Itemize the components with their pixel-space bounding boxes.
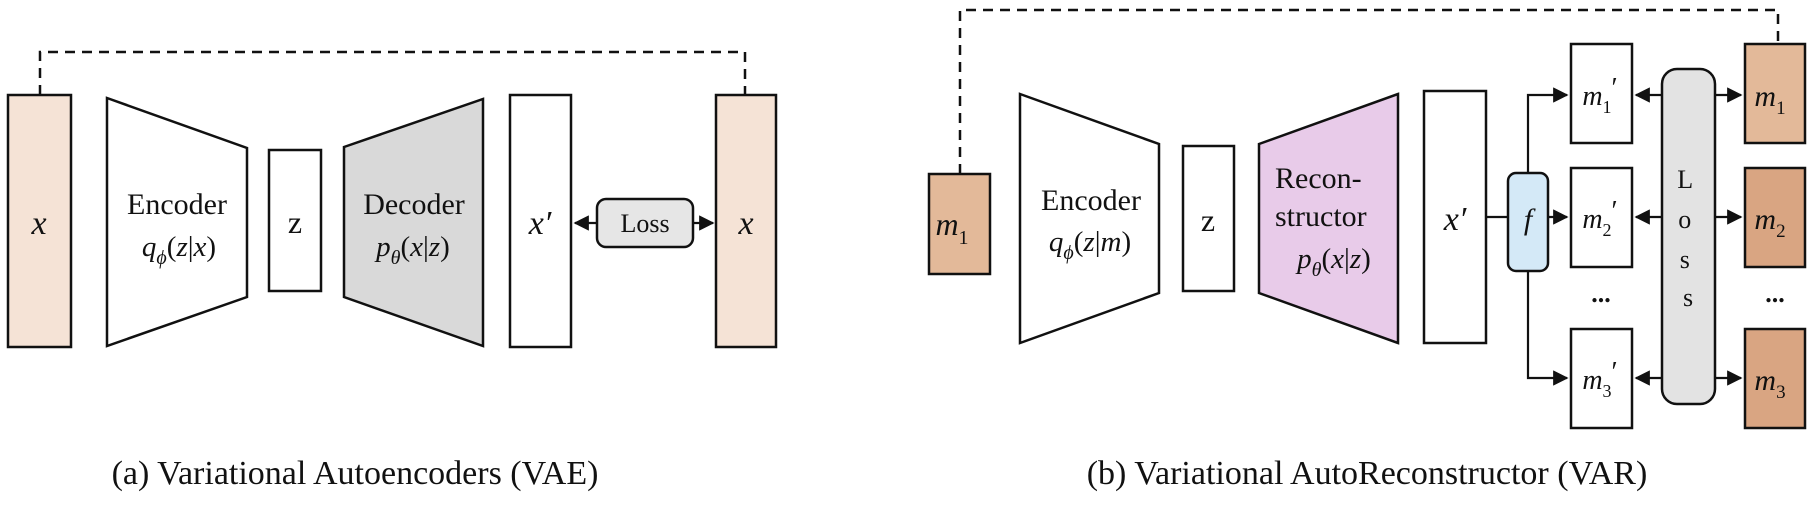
var-pred-ellipsis: ... [1591,279,1611,308]
var-target-label-2: m2 [1754,203,1785,242]
var-encoder-formula: qϕ(z|m) [1049,226,1131,264]
vae-loss-box [595,197,695,249]
var-f-arrow-3 [1526,271,1569,386]
vae-input-block [6,93,73,349]
vae-output-label: x′ [528,205,552,242]
var-output-label: x′ [1443,201,1467,238]
vae-latent-label: z [288,204,302,240]
panel-var: m1 Encoder qϕ(z|m) z Recon- structor pθ(… [927,8,1807,492]
var-encoder-block [1018,92,1161,345]
vae-encoder-formula: qϕ(z|x) [142,231,216,269]
var-loss-box [1660,67,1717,406]
var-pred-block-3 [1569,327,1634,430]
var-output-block [1422,89,1488,345]
panel-vae: x Encoder qϕ(z|x) z Decoder pθ(x|z) x′ L… [6,50,778,492]
var-reconstructor-label-2: structor [1275,200,1367,233]
var-target-ellipsis: ... [1765,279,1785,308]
vae-encoder-block [105,96,249,348]
var-encoder-label: Encoder [1041,184,1141,217]
var-target-block-3 [1743,327,1807,430]
var-target-label-3: m3 [1754,364,1785,403]
vae-input-label: x [30,205,46,242]
var-target-label-1: m1 [1754,80,1785,119]
vae-loss-label: Loss [620,209,669,238]
var-target-block-2 [1743,166,1807,269]
var-target-block-1 [1743,42,1807,145]
vae-encoder-label: Encoder [127,188,227,221]
var-input-label: m1 [935,206,968,249]
vae-decoder-label: Decoder [363,188,465,221]
var-f-arrow-1 [1526,87,1569,173]
vae-skip-connection [38,50,747,95]
vae-target-label: x [737,205,753,242]
var-pred-label-3: m3′ [1582,357,1617,401]
vae-target-block [714,93,778,349]
var-pred-label-2: m2′ [1582,196,1617,240]
var-caption: (b) Variational AutoReconstructor (VAR) [1087,455,1648,492]
var-pred-label-1: m1′ [1582,73,1617,117]
vae-output-block [508,93,573,349]
var-reconstructor-label-1: Recon- [1275,162,1362,195]
var-loss-label: L o s s [1677,165,1698,312]
var-input-block [927,172,992,276]
var-pred-block-1 [1569,42,1634,145]
var-latent-label: z [1201,202,1215,238]
var-reconstructor-formula: pθ(x|z) [1295,243,1371,281]
vae-decoder-formula: pθ(x|z) [374,231,450,269]
var-reconstructor-block [1257,92,1400,345]
vae-caption: (a) Variational Autoencoders (VAE) [112,455,599,492]
var-latent-block [1181,144,1236,293]
vae-latent-block [267,148,323,293]
var-pred-block-2 [1569,166,1634,269]
vae-decoder-block [342,97,485,348]
